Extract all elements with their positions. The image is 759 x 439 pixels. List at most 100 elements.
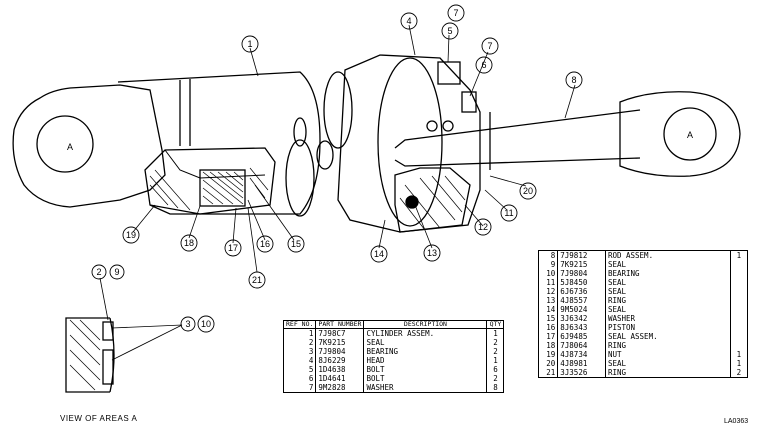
description-cell: WASHER (604, 314, 731, 323)
part-number-cell: 6J9485 (557, 332, 606, 341)
description-cell: BOLT (363, 365, 488, 374)
qty-cell: 2 (486, 374, 505, 383)
callout-9: 9 (109, 264, 125, 280)
head-flange (377, 57, 443, 227)
head-cutaway (394, 167, 471, 233)
barrel-outline (117, 71, 321, 215)
qty-cell (729, 287, 749, 296)
description-cell: BEARING (363, 347, 488, 356)
svg-text:17: 17 (228, 243, 238, 253)
qty-cell: 1 (486, 356, 505, 365)
description-cell: SEAL (604, 278, 731, 287)
part-number-cell: 7J9804 (315, 347, 365, 356)
svg-text:7: 7 (487, 41, 492, 51)
callout-5: 5 (441, 22, 459, 40)
col-ref-header: REF NO. (282, 320, 317, 329)
callout-14: 14 (370, 245, 388, 263)
svg-text:10: 10 (201, 319, 211, 329)
detail-bearing (102, 349, 114, 385)
description-cell: HEAD (363, 356, 488, 365)
left-eye-body (12, 84, 166, 208)
callout-19: 19 (122, 226, 140, 244)
callout-20: 20 (519, 182, 537, 200)
description-cell: BEARING (604, 269, 731, 278)
ref-cell: 17 (537, 332, 559, 341)
callouts: 1 4 7 5 7 6 8 19 18 17 16 15 21 14 13 12… (91, 4, 583, 333)
qty-cell (729, 260, 749, 269)
part-number-cell: 5J8450 (557, 278, 606, 287)
description-cell: CYLINDER ASSEM. (363, 328, 488, 338)
callout-11: 11 (500, 204, 518, 222)
part-number-cell: 4J8557 (557, 296, 606, 305)
callout-1: 1 (241, 35, 259, 53)
qty-cell (729, 296, 749, 305)
svg-text:16: 16 (260, 239, 270, 249)
bolt-hole (426, 120, 438, 132)
leader-lines (99, 24, 576, 361)
barrel-cutaway (144, 147, 276, 215)
rod-top (394, 109, 641, 149)
col-desc-header: DESCRIPTION (363, 320, 488, 329)
qty-cell: 1 (486, 328, 505, 338)
svg-text:9: 9 (114, 267, 119, 277)
qty-cell: 1 (729, 350, 749, 359)
qty-cell: 2 (486, 338, 505, 347)
qty-cell: 1 (729, 359, 749, 368)
svg-text:20: 20 (523, 186, 533, 196)
qty-cell (729, 305, 749, 314)
callout-10: 10 (197, 315, 215, 333)
svg-text:21: 21 (252, 275, 262, 285)
svg-text:15: 15 (291, 239, 301, 249)
ref-cell: 13 (537, 296, 559, 305)
svg-text:4: 4 (406, 16, 411, 26)
part-number-cell: 3J6342 (557, 314, 606, 323)
ref-cell: 14 (537, 305, 559, 314)
svg-text:11: 11 (504, 208, 513, 218)
ref-cell: 10 (537, 269, 559, 278)
svg-text:6: 6 (481, 60, 486, 70)
description-cell: SEAL (604, 287, 731, 296)
description-cell: PISTON (604, 323, 731, 332)
svg-text:1: 1 (247, 39, 252, 49)
description-cell: SEAL (363, 338, 488, 347)
head-bolt (437, 61, 461, 85)
qty-cell (729, 278, 749, 287)
part-number-cell: 7J98C7 (315, 328, 365, 338)
qty-cell: 1 (729, 250, 749, 260)
ref-cell: 8 (537, 250, 559, 260)
svg-text:18: 18 (184, 238, 194, 248)
part-number-cell: 7J9804 (557, 269, 606, 278)
ref-cell: 5 (282, 365, 317, 374)
ref-cell: 7 (282, 383, 317, 393)
description-cell: SEAL (604, 260, 731, 269)
ref-cell: 21 (537, 368, 559, 378)
seal-ring (405, 195, 419, 209)
part-number-cell: 8J6343 (557, 323, 606, 332)
part-number-cell: 7K9215 (557, 260, 606, 269)
qty-cell: 6 (486, 365, 505, 374)
piston-block (199, 169, 246, 207)
callout-2: 2 (91, 264, 107, 280)
description-cell: SEAL ASSEM. (604, 332, 731, 341)
svg-text:8: 8 (571, 75, 576, 85)
ref-cell: 16 (537, 323, 559, 332)
detail-seal (102, 321, 114, 341)
part-number-cell: 8J6229 (315, 356, 365, 365)
callout-3: 3 (180, 316, 196, 332)
ref-cell: 18 (537, 341, 559, 350)
callout-15: 15 (287, 235, 305, 253)
